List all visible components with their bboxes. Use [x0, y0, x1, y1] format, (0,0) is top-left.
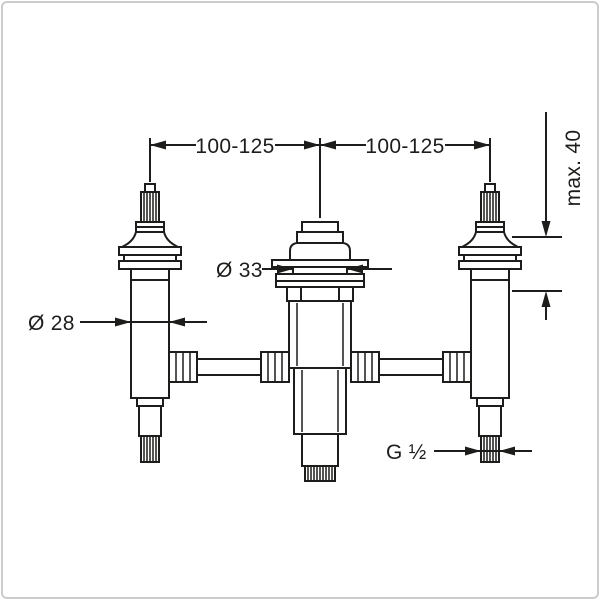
- tail-knurl-hatch: [307, 466, 333, 481]
- arrowhead: [150, 140, 166, 150]
- drawing-art: 100-125 100-125 max. 40 Ø 33: [28, 112, 585, 482]
- arrowhead: [541, 221, 551, 237]
- coupling-nut-knurl: [449, 352, 465, 382]
- dimension-top-spans: 100-125 100-125: [149, 133, 491, 218]
- union-nut: [286, 286, 354, 302]
- dimension-label-outlet-thread: G ½: [386, 441, 427, 464]
- arrowhead: [169, 317, 185, 327]
- coupling-nut-knurl: [175, 352, 191, 382]
- arrowhead: [304, 140, 320, 150]
- pipe-lines: [379, 358, 443, 376]
- coupling-nut-knurl: [267, 352, 283, 382]
- right-valve-drawing: [458, 183, 522, 463]
- arrowheads: [277, 264, 363, 274]
- dimension-max-depth: max. 40: [512, 112, 585, 320]
- dimension-label-max-depth: max. 40: [562, 130, 585, 207]
- arrowheads: [541, 221, 551, 307]
- arrowhead: [465, 446, 481, 456]
- pipe-lines: [197, 358, 261, 376]
- lower-inner-lines: [301, 370, 339, 432]
- body-inner-lines: [296, 303, 344, 366]
- arrowhead: [115, 317, 131, 327]
- dimension-center-diameter: Ø 33: [216, 259, 392, 282]
- arrowhead: [499, 446, 515, 456]
- right-valve: [458, 183, 522, 463]
- dimension-label-valve-diameter: Ø 28: [28, 312, 75, 335]
- coupling-nut-knurl: [357, 352, 373, 382]
- nut-facet-lines: [300, 287, 340, 301]
- label-backplate: [196, 133, 275, 157]
- center-cap-lower: [296, 231, 344, 244]
- center-main-body: [288, 300, 352, 369]
- arrowheads: [115, 317, 185, 327]
- dimension-label-left-span: 100-125: [195, 135, 274, 158]
- flange-plate-upper: [271, 259, 369, 268]
- arrowhead: [474, 140, 490, 150]
- pipe-left: [168, 351, 290, 383]
- dimension-label-center-diameter: Ø 33: [216, 259, 263, 282]
- tailpiece: [301, 433, 339, 467]
- arrowhead: [320, 140, 336, 150]
- arrowhead: [541, 291, 551, 307]
- arrowheads: [150, 140, 490, 150]
- arrowheads: [465, 446, 515, 456]
- arrowhead: [347, 264, 363, 274]
- center-body: [271, 221, 369, 482]
- center-cap-upper: [301, 221, 339, 233]
- label-backplate: [366, 133, 445, 157]
- escutcheon-dome: [289, 242, 351, 261]
- pipe-right: [350, 351, 472, 383]
- dimension-label-right-span: 100-125: [365, 135, 444, 158]
- dimension-outlet-thread: G ½: [386, 441, 532, 464]
- extension-lines: [512, 236, 562, 292]
- dimension-valve-diameter: Ø 28: [28, 312, 207, 335]
- neck-33mm: [292, 266, 348, 275]
- arrowhead: [277, 264, 293, 274]
